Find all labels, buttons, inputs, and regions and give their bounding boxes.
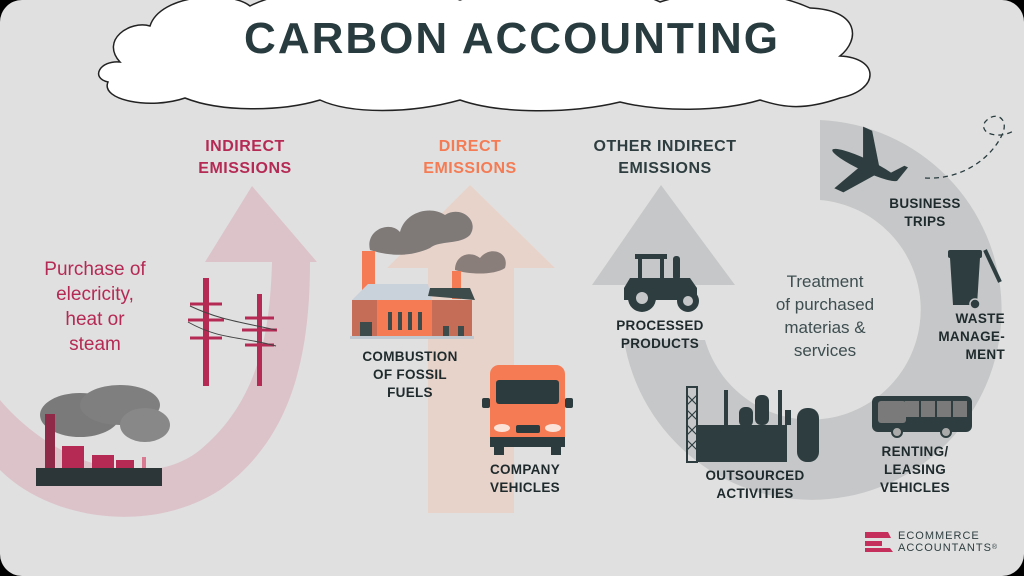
business-trips-label: BUSINESS TRIPS [875, 195, 975, 231]
other-indirect-emissions-header: OTHER INDIRECT EMISSIONS [570, 136, 760, 180]
power-line-tower-icon [187, 278, 277, 386]
header-line: EMISSIONS [618, 160, 712, 177]
label-line: COMPANY [489, 462, 561, 477]
tractor-icon [624, 254, 699, 312]
desc-line: heat or [65, 309, 125, 330]
airplane-icon [832, 126, 909, 193]
desc-line: of purchased [775, 295, 875, 314]
brand-name: ACCOUNTANTS [898, 542, 992, 554]
brand-wordmark: ECOMMERCE ACCOUNTANTS® [898, 530, 998, 554]
label-line: WASTE [955, 311, 1005, 326]
processed-products-label: PROCESSED PRODUCTS [600, 317, 720, 353]
label-line: VEHICLES [490, 480, 560, 495]
desc-line: elecricity, [56, 284, 134, 305]
registered-mark: ® [991, 544, 999, 551]
indirect-emissions-header: INDIRECT EMISSIONS [170, 136, 320, 180]
label-line: MENT [965, 347, 1005, 362]
label-line: RENTING/ [881, 444, 949, 459]
label-line: OF FOSSIL [373, 367, 447, 382]
label-line: MANAGE- [938, 329, 1005, 344]
desc-line: Treatment [786, 272, 864, 291]
direct-emissions-header: DIRECT EMISSIONS [395, 136, 545, 180]
renting-leasing-vehicles-label: RENTING/ LEASING VEHICLES [860, 443, 970, 497]
company-vehicles-label: COMPANY VEHICLES [470, 461, 580, 497]
waste-bin-icon [948, 249, 1002, 310]
header-line: DIRECT [438, 138, 502, 155]
label-line: PROCESSED [616, 318, 704, 333]
page-title: CARBON ACCOUNTING [244, 14, 780, 63]
header-line: OTHER INDIRECT [593, 138, 737, 155]
desc-line: Purchase of [44, 259, 146, 280]
label-line: ACTIVITIES [716, 486, 794, 501]
label-line: PRODUCTS [620, 336, 700, 351]
label-line: TRIPS [904, 214, 946, 229]
desc-line: materias & [784, 318, 866, 337]
label-line: COMBUSTION [362, 349, 458, 364]
refinery-icon [686, 386, 819, 463]
label-line: OUTSOURCED [705, 468, 805, 483]
header-line: EMISSIONS [423, 160, 517, 177]
brand-logo-mark [865, 532, 893, 552]
title-cloud [97, 0, 871, 112]
van-icon [482, 365, 573, 455]
header-line: EMISSIONS [198, 160, 292, 177]
label-line: BUSINESS [889, 196, 961, 211]
flight-path-dashed [924, 115, 1016, 179]
factory-icon [350, 210, 506, 339]
combustion-label: COMBUSTION OF FOSSIL FUELS [345, 348, 475, 402]
header-line: INDIRECT [205, 138, 285, 155]
indirect-curved-arrow [0, 186, 317, 517]
label-line: LEASING [883, 462, 947, 477]
outsourced-activities-label: OUTSOURCED ACTIVITIES [685, 467, 825, 503]
treatment-description: Treatment of purchased materias & servic… [750, 270, 900, 362]
label-line: FUELS [387, 385, 433, 400]
power-plant-icon [36, 385, 170, 486]
desc-line: services [793, 341, 857, 360]
brand-line: ACCOUNTANTS® [898, 542, 998, 554]
desc-line: steam [69, 334, 121, 355]
bus-icon [872, 396, 972, 438]
waste-management-label: WASTE MANAGE- MENT [905, 310, 1005, 364]
brand-line: ECOMMERCE [898, 530, 980, 542]
indirect-description: Purchase of elecricity, heat or steam [20, 257, 170, 357]
label-line: VEHICLES [880, 480, 950, 495]
